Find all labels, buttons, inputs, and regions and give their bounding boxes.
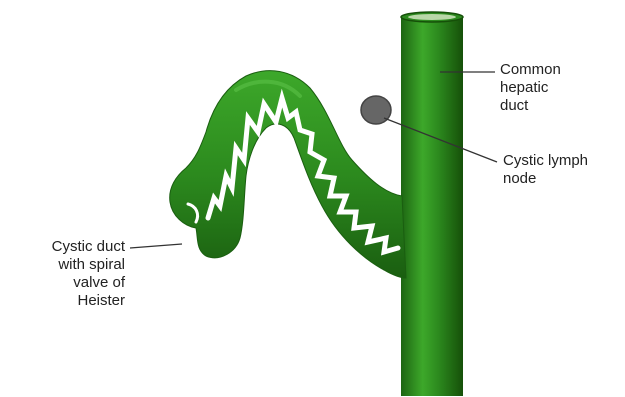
leader-line-cystic-duct [130, 244, 182, 248]
label-lymph-node-line-2: node [503, 170, 588, 188]
label-cystic-duct-line-3: valve of [52, 274, 125, 292]
label-common-hepatic-line-3: duct [500, 97, 561, 115]
common-hepatic-duct [401, 12, 463, 396]
label-common-hepatic-line-2: hepatic [500, 79, 561, 97]
label-common-hepatic-duct: Common hepatic duct [500, 61, 561, 115]
label-cystic-duct-line-2: with spiral [52, 256, 125, 274]
cystic-lymph-node [361, 96, 391, 124]
label-cystic-lymph-node: Cystic lymph node [503, 152, 588, 188]
label-common-hepatic-line-1: Common [500, 61, 561, 79]
label-cystic-duct-line-4: Heister [52, 292, 125, 310]
label-lymph-node-line-1: Cystic lymph [503, 152, 588, 170]
label-cystic-duct: Cystic duct with spiral valve of Heister [52, 238, 125, 310]
label-cystic-duct-line-1: Cystic duct [52, 238, 125, 256]
